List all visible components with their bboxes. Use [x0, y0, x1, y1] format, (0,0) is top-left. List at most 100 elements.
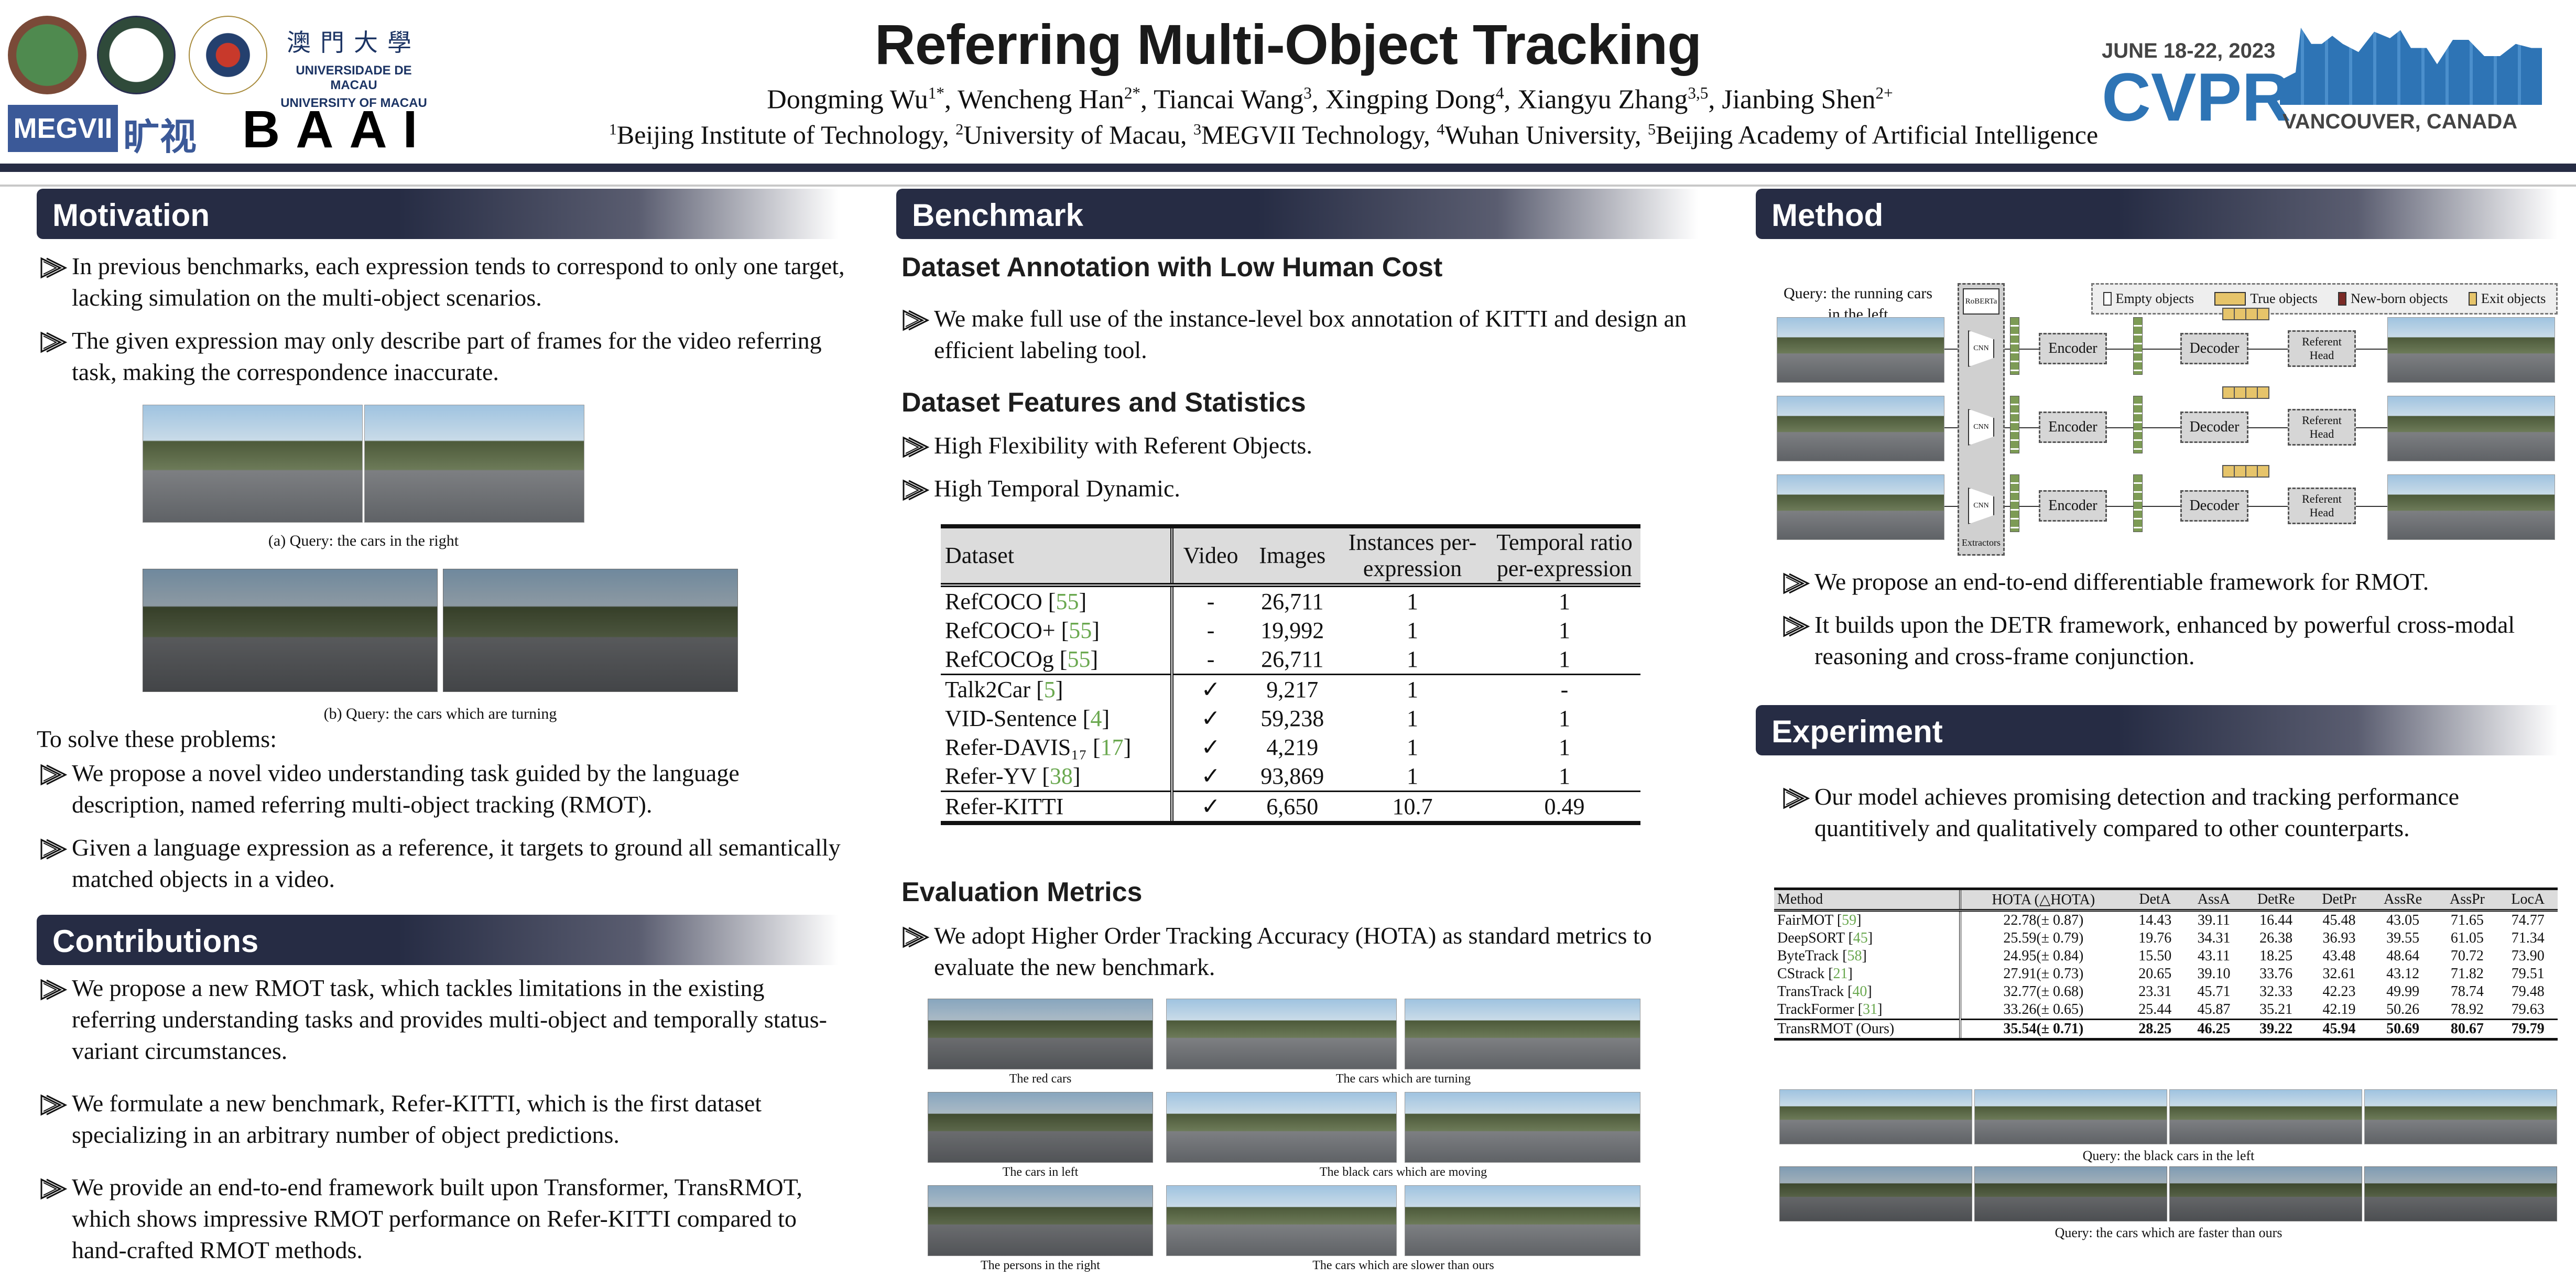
author-name: Xingping Dong — [1325, 84, 1496, 115]
metric-value: 36.93 — [2322, 930, 2356, 946]
um-portuguese-name: UNIVERSIDADE DE MACAU — [296, 63, 412, 92]
author-list: Dongming Wu1*, Wencheng Han2*, Tiancai W… — [767, 84, 1893, 115]
metric-value: 50.69 — [2369, 1019, 2437, 1040]
track-queries — [2222, 386, 2269, 399]
metric-value: 79.51 — [2511, 966, 2545, 982]
example-caption: The cars in left — [1002, 1165, 1079, 1179]
method-bullets: We propose an end-to-end differentiable … — [1782, 566, 2547, 684]
metric-value: 71.65 — [2436, 909, 2498, 929]
affiliation-name: University of Macau — [963, 120, 1181, 149]
cell-video: - — [1207, 646, 1215, 672]
metric-value: 45.48 — [2309, 909, 2370, 929]
cell-images: 6,650 — [1248, 791, 1336, 823]
citation-link[interactable]: 40 — [1852, 983, 1867, 1000]
legend-item: New-born objects — [2338, 291, 2448, 307]
double-arrow-bullet-icon — [39, 1093, 69, 1116]
bullet-item: Given a language expression as a referen… — [39, 832, 846, 895]
cell-video: ✓ — [1171, 791, 1248, 823]
poster-title: Referring Multi-Object Tracking — [874, 13, 1702, 76]
citation-link[interactable]: 58 — [1847, 948, 1862, 964]
input-frame — [1777, 474, 1944, 540]
affil-mark: 2 — [955, 121, 964, 138]
method-name: CStrack [21] — [1774, 965, 1962, 983]
example-frame — [1405, 999, 1640, 1069]
citation-link[interactable]: 45 — [1853, 930, 1868, 946]
metric-value: 42.23 — [2322, 983, 2356, 1000]
bullet-text: Our model achieves promising detection a… — [1814, 783, 2460, 841]
dataset-label: RefCOCO+ — [945, 618, 1056, 643]
experiment-bullets: Our model achieves promising detection a… — [1782, 781, 2537, 856]
citation-link[interactable]: 59 — [1842, 912, 1857, 928]
bullet-item: We make full use of the instance-level b… — [901, 303, 1688, 366]
double-arrow-bullet-icon — [901, 478, 931, 501]
metric-value: 34.31 — [2197, 930, 2231, 946]
cell-temp: 0.49 — [1488, 791, 1640, 823]
legend-swatch-icon — [2103, 292, 2112, 306]
metric-value: 42.19 — [2322, 1001, 2356, 1018]
cvpr-date: JUNE 18-22, 2023 — [2102, 39, 2276, 62]
citation-link[interactable]: 21 — [1833, 966, 1848, 982]
bullet-item: We adopt Higher Order Tracking Accuracy … — [901, 920, 1688, 983]
cell-inst: 1 — [1336, 583, 1488, 616]
input-frame — [1777, 317, 1944, 383]
citation-link[interactable]: 55 — [1069, 618, 1092, 643]
double-arrow-bullet-icon — [1782, 571, 1811, 594]
metric-value: 45.87 — [2197, 1001, 2231, 1018]
cell-images: 19,992 — [1260, 618, 1324, 643]
metric-value: 50.26 — [2386, 1001, 2420, 1018]
double-arrow-bullet-icon — [39, 763, 69, 786]
dataset-label: RefCOCO — [945, 589, 1042, 614]
citation-link[interactable]: 4 — [1090, 706, 1102, 731]
cvpr-name: CVPR — [2102, 59, 2291, 135]
method-label: ByteTrack — [1777, 948, 1839, 964]
referent-head-block: Referent Head — [2288, 330, 2356, 367]
metric-value: 19.76 — [2138, 930, 2172, 946]
affiliation-name: Wuhan University — [1444, 120, 1635, 149]
bullet-text: Given a language expression as a referen… — [72, 834, 841, 892]
metric-value: 46.25 — [2184, 1019, 2244, 1040]
citation-link[interactable]: 55 — [1056, 589, 1079, 614]
track-queries — [2222, 465, 2269, 478]
encoded-tokens — [2133, 317, 2143, 375]
method-label: FairMOT — [1777, 912, 1833, 928]
citation-link[interactable]: 31 — [1863, 1001, 1878, 1018]
metric-value: 22.78(± 0.87) — [1960, 909, 2126, 929]
cell-temp: 1 — [1559, 734, 1570, 760]
logo-megvii: MEGVII — [8, 105, 118, 152]
cvpr-skyline — [2280, 27, 2542, 105]
metric-value: 78.92 — [2450, 1001, 2484, 1018]
method-name: TransRMOT (Ours) — [1774, 1019, 1962, 1040]
metric-value: 32.61 — [2322, 966, 2356, 982]
bullet-text: The given expression may only describe p… — [72, 327, 822, 385]
dataset-name: VID-Sentence [4] — [941, 704, 1173, 733]
cell-images: 26,711 — [1248, 583, 1336, 616]
cell-video: ✓ — [1201, 706, 1221, 731]
bullet-item: Our model achieves promising detection a… — [1782, 781, 2537, 844]
bullet-item: We propose a novel video understanding t… — [39, 757, 846, 820]
cell-inst: 1 — [1336, 674, 1488, 704]
bullet-item: It builds upon the DETR framework, enhan… — [1782, 609, 2547, 672]
input-frame — [1777, 396, 1944, 461]
citation-link[interactable]: 38 — [1049, 763, 1073, 789]
cell-video: - — [1171, 583, 1248, 616]
flow-arrow — [1944, 506, 2387, 507]
feature-tokens — [2010, 474, 2019, 532]
metric-value: 35.21 — [2259, 1001, 2293, 1018]
roberta-box: RoBERTa — [1963, 288, 1999, 315]
citation-link[interactable]: 55 — [1067, 646, 1091, 672]
citation-link[interactable]: 5 — [1044, 677, 1056, 702]
example-image-a1 — [143, 405, 363, 523]
citation-link[interactable]: 17 — [1100, 734, 1124, 760]
extractors-label: Extractors — [1962, 537, 2001, 548]
example-frame — [1779, 1166, 1972, 1221]
decoder-block: Decoder — [2180, 333, 2248, 364]
method-name: ByteTrack [58] — [1774, 947, 1962, 965]
example-caption: The persons in the right — [981, 1259, 1100, 1272]
